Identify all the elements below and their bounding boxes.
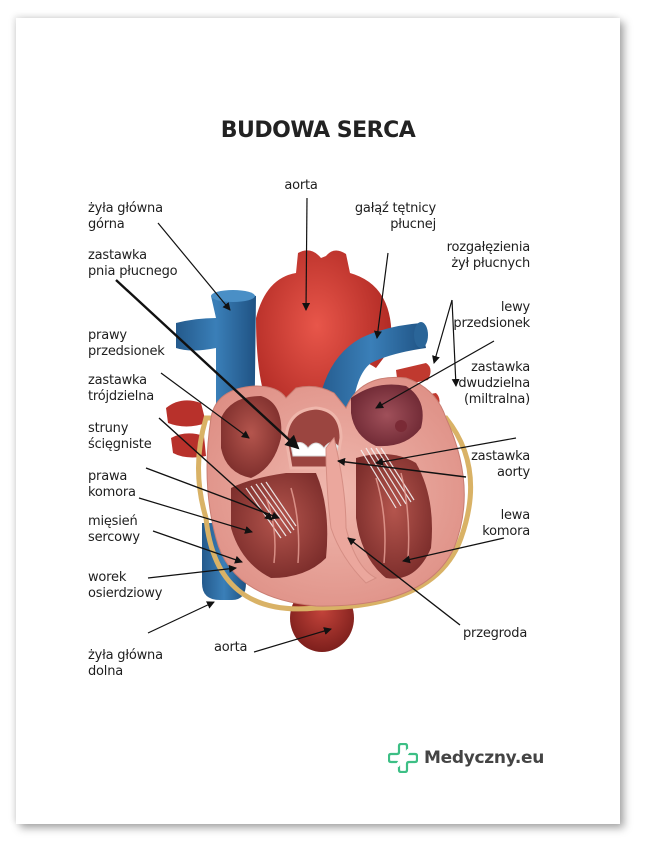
label-left-atrium: lewy przedsionek [453,300,530,331]
label-right-atrium: prawy przedsionek [88,328,165,359]
poster: BUDOWA SERCA [16,18,620,824]
arrow-right-ventricle [138,497,253,534]
page-title: BUDOWA SERCA [220,118,416,143]
arrow-aorta-top [302,197,311,311]
arrow-aorta-bottom [253,627,332,653]
label-mitral-valve: zastawka dwudzielna (miltralna) [458,360,530,407]
left-atrium-chamber [351,384,423,447]
label-right-ventricle: prawa komora [88,469,136,500]
brand-logo[interactable]: Medyczny.eu [388,743,544,773]
label-septum: przegroda [463,626,528,641]
arrow-ivc [147,601,215,634]
arrow-right-atrium [160,372,250,439]
right-pulmonary-vein-upper [166,400,206,427]
arrow-pulmonary-branch [373,252,389,339]
label-left-ventricle: lewa komora [482,508,530,539]
label-aorta-bottom: aorta [214,640,248,655]
label-pulmonary-veins: rozgałęzienia żył płucnych [446,240,531,271]
arrow-left-atrium [375,340,495,409]
left-ventricle-chamber [356,454,432,579]
arrow-tricuspid [158,417,273,521]
septum [325,436,378,584]
arrow-left-ventricle [402,537,505,564]
label-chordae-tendineae: struny ścięgniste [88,421,152,452]
aorta-arch [256,250,392,438]
arrow-septum [347,537,461,626]
arrow-mitral [375,437,517,466]
label-superior-vena-cava: żyła główna górna [88,201,163,232]
arrow-pulmonary-valve [115,279,300,450]
arrow-svc [157,222,231,311]
arrow-myocardium [152,530,243,564]
logo-text: Medyczny.eu [424,748,545,768]
arrow-pulmonary-veins-1 [432,299,453,364]
label-aortic-valve: zastawka aorty [471,449,530,480]
label-pulmonary-artery-branch: gałąź tętnicy płucnej [354,201,436,232]
arrow-chordae [145,467,280,520]
right-atrium-chamber [221,396,282,478]
pericardium [196,415,474,612]
arrow-pulmonary-veins-2 [451,299,460,387]
label-tricuspid-valve: zastawka trójdzielna [88,373,155,404]
label-pericardium: worek osierdziowy [88,570,163,601]
label-myocardium: mięsień sercowy [88,514,140,545]
label-aorta-top: aorta [284,178,318,193]
heart-illustration [115,197,517,653]
arrow-pericardium [147,564,237,579]
label-inferior-vena-cava: żyła główna dolna [88,648,163,679]
medical-cross-icon [388,743,418,773]
arrow-aortic-valve [337,457,467,478]
label-pulmonary-valve: zastawka pnia płucnego [88,248,178,279]
